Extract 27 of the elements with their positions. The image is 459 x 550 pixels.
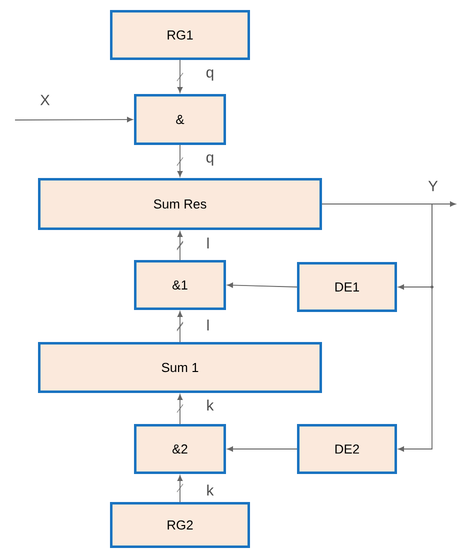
edge-label: l — [207, 238, 209, 248]
block-box: DE2 — [297, 424, 397, 474]
edge-label: l — [207, 320, 209, 330]
edge-label: Y — [428, 180, 438, 192]
arrow — [322, 204, 432, 452]
arrow — [177, 475, 183, 502]
block-box: Sum 1 — [38, 342, 322, 393]
block-box: RG1 — [110, 10, 250, 60]
arrow — [14, 116, 133, 122]
block-box: &2 — [134, 424, 226, 474]
edge-label: k — [207, 400, 214, 410]
edge-label: k — [207, 484, 214, 496]
arrow — [177, 60, 183, 93]
arrow — [177, 231, 183, 260]
block-box: DE1 — [297, 262, 397, 312]
arrow — [177, 144, 183, 177]
block-box: & — [134, 94, 226, 145]
block-box: Sum Res — [38, 178, 322, 230]
block-box: &1 — [134, 260, 226, 310]
block-box: RG2 — [110, 502, 250, 548]
edge-label: q — [206, 69, 214, 81]
edge-label: X — [40, 94, 50, 106]
arrow — [177, 311, 183, 342]
arrow — [227, 282, 298, 288]
arrow — [227, 446, 298, 452]
edge-label: q — [206, 154, 214, 166]
arrow — [177, 394, 183, 424]
